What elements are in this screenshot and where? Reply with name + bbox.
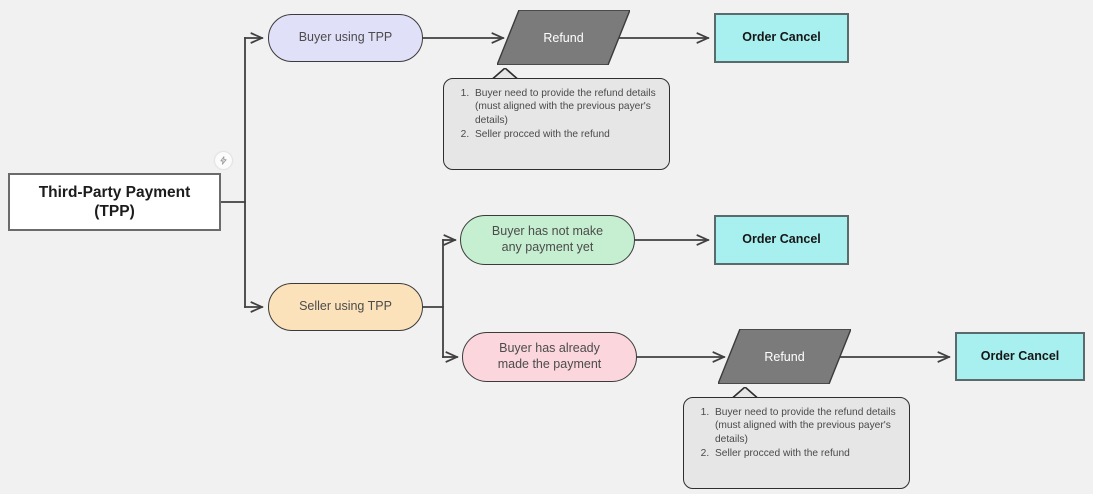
node-order-cancel-2[interactable]: Order Cancel bbox=[714, 215, 849, 265]
node-label: Buyer using TPP bbox=[298, 30, 393, 45]
note-list: Buyer need to provide the refund details… bbox=[692, 406, 899, 461]
node-order-cancel-3[interactable]: Order Cancel bbox=[955, 332, 1085, 381]
node-buyer-using-tpp[interactable]: Buyer using TPP bbox=[268, 14, 423, 62]
node-label: Order Cancel bbox=[742, 232, 821, 247]
note-refund-bottom: Buyer need to provide the refund details… bbox=[683, 387, 910, 489]
node-buyer-already-paid[interactable]: Buyer has already made the payment bbox=[462, 332, 637, 382]
node-label: Seller using TPP bbox=[299, 299, 392, 314]
node-refund-top[interactable]: Refund bbox=[495, 9, 632, 66]
note-list: Buyer need to provide the refund details… bbox=[452, 87, 659, 142]
node-label-line1: Buyer has already bbox=[499, 341, 600, 356]
node-seller-using-tpp[interactable]: Seller using TPP bbox=[268, 283, 423, 331]
node-third-party-payment[interactable]: Third-Party Payment (TPP) bbox=[8, 173, 221, 231]
note-refund-top: Buyer need to provide the refund details… bbox=[443, 68, 670, 170]
node-refund-bottom[interactable]: Refund bbox=[716, 328, 853, 385]
note-item: Buyer need to provide the refund details… bbox=[472, 87, 659, 127]
note-item: Seller procced with the refund bbox=[472, 128, 659, 141]
parallelogram-shape bbox=[495, 9, 632, 66]
zap-icon-glyph bbox=[220, 156, 227, 165]
zap-icon[interactable] bbox=[215, 152, 232, 169]
node-label-line1: Third-Party Payment bbox=[38, 183, 191, 201]
node-label: Order Cancel bbox=[980, 348, 1060, 363]
node-buyer-no-payment[interactable]: Buyer has not make any payment yet bbox=[460, 215, 635, 265]
node-order-cancel-1[interactable]: Order Cancel bbox=[714, 13, 849, 63]
note-item: Seller procced with the refund bbox=[712, 447, 899, 460]
node-label-line2: (TPP) bbox=[94, 203, 135, 220]
node-label-line1: Buyer has not make bbox=[491, 224, 604, 239]
note-item: Buyer need to provide the refund details… bbox=[712, 406, 899, 446]
node-label-line2: any payment yet bbox=[501, 240, 594, 254]
node-label-line2: made the payment bbox=[497, 357, 602, 371]
node-label: Order Cancel bbox=[742, 30, 821, 45]
parallelogram-shape bbox=[716, 328, 853, 385]
